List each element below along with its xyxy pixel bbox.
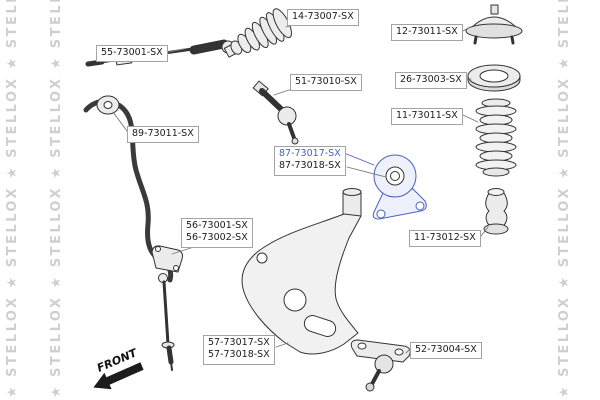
watermark-column-left-2: ★ STELLOX ★ STELLOX ★ STELLOX ★ STELLOX … — [49, 0, 64, 398]
part-label-group-56: 56-73001-SX 56-73002-SX — [181, 218, 253, 248]
strut-bearing-drawing — [467, 64, 521, 92]
front-arrow: FRONT — [93, 346, 144, 390]
tie-rod-end-drawing — [252, 80, 299, 145]
part-label-87-73017-highlighted: 87-73017-SX — [279, 148, 341, 159]
watermark-column-left-1: ★ STELLOX ★ STELLOX ★ STELLOX ★ STELLOX … — [5, 0, 20, 398]
part-label-group-57: 57-73017-SX 57-73018-SX — [203, 335, 275, 365]
control-arm-bushing-drawing — [372, 154, 427, 220]
part-label-57-73018: 57-73018-SX — [208, 349, 270, 361]
part-label-11-73011: 11-73011-SX — [391, 108, 463, 126]
control-arm-drawing — [241, 188, 362, 355]
part-label-11-73012: 11-73012-SX — [409, 230, 481, 248]
front-arrow-glyph — [93, 362, 144, 390]
stabilizer-clamp-drawing — [151, 245, 183, 273]
part-label-14-73007: 14-73007-SX — [287, 9, 359, 27]
steering-boot-drawing — [223, 8, 292, 58]
part-label-12-73011: 12-73011-SX — [391, 24, 463, 42]
part-label-52-73004: 52-73004-SX — [410, 342, 482, 360]
part-label-87-73018: 87-73018-SX — [279, 160, 341, 172]
part-label-56-73001: 56-73001-SX — [186, 220, 248, 231]
part-label-57-73017: 57-73017-SX — [208, 337, 270, 348]
part-label-51-73010: 51-73010-SX — [290, 74, 362, 92]
dust-boot-drawing — [475, 98, 517, 177]
stabilizer-bushing-drawing — [96, 95, 120, 115]
part-label-56-73002: 56-73002-SX — [186, 232, 248, 244]
stabilizer-link-drawing — [158, 273, 175, 371]
part-label-group-87: 87-73017-SX 87-73018-SX — [274, 146, 346, 176]
bump-stop-drawing — [483, 188, 509, 235]
strut-mount-drawing — [465, 4, 523, 45]
part-label-89-73011: 89-73011-SX — [127, 126, 199, 144]
ball-joint-drawing — [350, 339, 411, 392]
part-label-26-73003: 26-73003-SX — [395, 72, 467, 90]
part-label-55-73001: 55-73001-SX — [96, 45, 168, 63]
watermark-column-right: ★ STELLOX ★ STELLOX ★ STELLOX ★ STELLOX … — [557, 0, 572, 398]
